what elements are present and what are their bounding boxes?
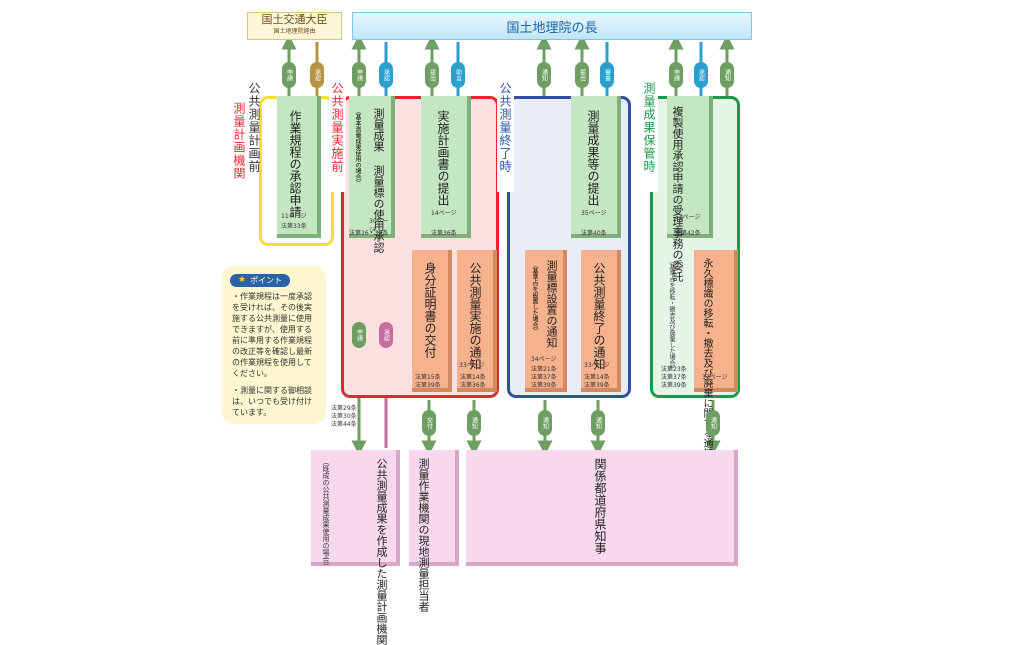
box-law-2: 法第37条 <box>531 374 557 381</box>
box-law-2: 法第36条 <box>460 382 486 389</box>
point-item-2: ・測量に関する御相談は、いつでも受け付けています。 <box>232 386 312 417</box>
gsi-head: 国土地理院の長 <box>352 12 752 40</box>
pill-approve: 承認 <box>379 322 393 348</box>
pill-approve: 承認 <box>310 62 324 88</box>
box-law: 法第33条 <box>281 223 307 230</box>
box-title: 測量標設置の通知 <box>545 260 558 348</box>
box-impl-notice: 公共測量実施の通知 33ページ 法第14条 法第36条 <box>457 250 497 392</box>
pill-notice: 通知 <box>591 410 605 436</box>
box-title: 測量成果等の提出 <box>586 110 600 206</box>
bottom-prev-org-title: 公共測量成果を作成した測量計画機関 <box>375 458 388 645</box>
box-page: 30ページ <box>369 218 389 234</box>
box-id-cert: 身分証明書の交付 法第15条 法第39条 <box>412 250 452 392</box>
permanent-law-3: 法第39条 <box>661 382 687 389</box>
left-law-2: 法第30条 <box>331 413 357 420</box>
group-label-before-plan-1: 公共測量計画前 <box>247 82 261 173</box>
mlit-sub: 国土地理院経由 <box>273 28 316 35</box>
box-page: 35ページ <box>581 210 607 217</box>
pill-approve: 承認 <box>694 62 708 88</box>
pill-submit: 提出 <box>425 62 439 88</box>
box-title: 永久標識の移転・撤去及び廃棄に関する通知 <box>701 258 712 458</box>
box-law: 法第40条 <box>581 230 607 237</box>
group-label-before-plan-2: 測量計画機関 <box>232 102 246 180</box>
box-law: 法第26・30条 <box>349 230 389 237</box>
pill-apply: 申請 <box>352 62 366 88</box>
bottom-pref-title: 関係都道府県知事 <box>593 458 607 554</box>
bottom-field-title: 測量作業機関の現地測量担当者 <box>417 458 430 612</box>
box-title: 測量成果 測量標の使用承認 <box>372 108 385 253</box>
box-page: 51ページ <box>675 214 701 221</box>
box-note: （基本測量成果使用の場合） <box>354 108 361 186</box>
permanent-law-1: 法第23条 <box>661 366 687 373</box>
mlit-title: 国土交通大臣 <box>261 13 328 26</box>
box-page: 14ページ <box>431 210 457 217</box>
box-title: 実施計画書の提出 <box>436 110 450 206</box>
point-tag-label: ポイント <box>250 276 283 285</box>
point-item-1: ・作業規程は一度承認を受ければ、その後実施する公共測量に使用できますが、使用する… <box>232 292 312 378</box>
bottom-prev-org: 公共測量成果を作成した測量計画機関 （既成の公共測量成果使用の場合） <box>311 450 400 645</box>
box-marker-notice: 測量標設置の通知 （基準点を設置した場合） 34ページ 法第21条 法第37条 … <box>525 250 567 392</box>
pill-advice: 助言 <box>451 62 465 88</box>
box-permanent: 永久標識の移転・撤去及び廃棄に関する通知 37ページ <box>694 250 738 458</box>
box-page: 33ページ <box>459 362 485 369</box>
pill-submit: 提出 <box>575 62 589 88</box>
left-law-3: 法第44条 <box>331 421 357 428</box>
pill-notice: 通知 <box>706 410 720 436</box>
box-results-use: 測量成果 測量標の使用承認 （基本測量成果使用の場合） 30ページ 法第26・3… <box>349 96 395 253</box>
box-title: 公共測量終了の通知 <box>592 262 606 370</box>
box-results-submit: 測量成果等の提出 35ページ 法第40条 <box>571 96 621 238</box>
group-label-storage: 測量成果保管時 <box>641 82 658 192</box>
box-plan-submit: 実施計画書の提出 14ページ 法第36条 <box>421 96 471 238</box>
box-page: 34ページ <box>531 356 557 363</box>
pill-apply: 申請 <box>282 62 296 88</box>
pill-notice: 通知 <box>538 410 552 436</box>
mlit-box: 国土交通大臣 国土地理院経由 <box>247 12 342 40</box>
box-law-2: 法第39条 <box>584 382 610 389</box>
box-copy-entrust: 複製使用承認申請の受理事務の委託 51ページ 法第42条 <box>667 96 713 282</box>
box-title: 複製使用承認申請の受理事務の委託 <box>671 106 684 282</box>
star-icon: ★ <box>238 275 247 285</box>
box-law: 法第42条 <box>675 230 701 237</box>
box-page: 11ページ <box>281 213 307 220</box>
pill-notice: 通知 <box>537 62 551 88</box>
bottom-pref: 関係都道府県知事 <box>466 450 738 566</box>
box-page: 37ページ <box>702 374 728 381</box>
box-law: 法第36条 <box>431 230 457 237</box>
box-law-3: 法第39条 <box>531 382 557 389</box>
box-law-1: 法第21条 <box>531 366 557 373</box>
pill-apply: 申請 <box>352 322 366 348</box>
group-label-completion: 公共測量終了時 <box>497 82 514 192</box>
box-law-2: 法第39条 <box>415 382 441 389</box>
box-note: （基準点を設置した場合） <box>531 262 538 334</box>
box-page: 33ページ <box>584 362 610 369</box>
group-label-implementation: 公共測量実施前 <box>329 82 346 192</box>
box-title: 身分証明書の交付 <box>423 262 437 358</box>
pill-apply: 申請 <box>669 62 683 88</box>
pill-issue: 交付 <box>422 410 436 436</box>
box-law-1: 法第14条 <box>460 374 486 381</box>
box-title: 作業規程の承認申請 <box>288 110 302 218</box>
box-title: 公共測量実施の通知 <box>468 262 482 370</box>
pill-approve: 承認 <box>379 62 393 88</box>
box-law-1: 法第15条 <box>415 374 441 381</box>
box-law-1: 法第14条 <box>584 374 610 381</box>
left-law-1: 法第29条 <box>331 405 357 412</box>
permanent-law-2: 法第37条 <box>661 374 687 381</box>
bottom-field: 測量作業機関の現地測量担当者 <box>409 450 459 612</box>
pill-notice: 通知 <box>720 62 734 88</box>
point-tag: ★ ポイント <box>230 274 291 287</box>
box-end-notice: 公共測量終了の通知 33ページ 法第14条 法第39条 <box>581 250 621 392</box>
point-box: ★ ポイント ・作業規程は一度承認を受ければ、その後実施する公共測量に使用できま… <box>222 266 326 424</box>
bottom-prev-org-note: （既成の公共測量成果使用の場合） <box>322 458 330 570</box>
pill-notice: 通知 <box>467 410 481 436</box>
permanent-note: （基準点を移転・撤去及び廃棄した場合） <box>668 258 675 372</box>
pill-review: 審査 <box>600 62 614 88</box>
box-rule-approval: 作業規程の承認申請 11ページ 法第33条 <box>277 96 321 238</box>
